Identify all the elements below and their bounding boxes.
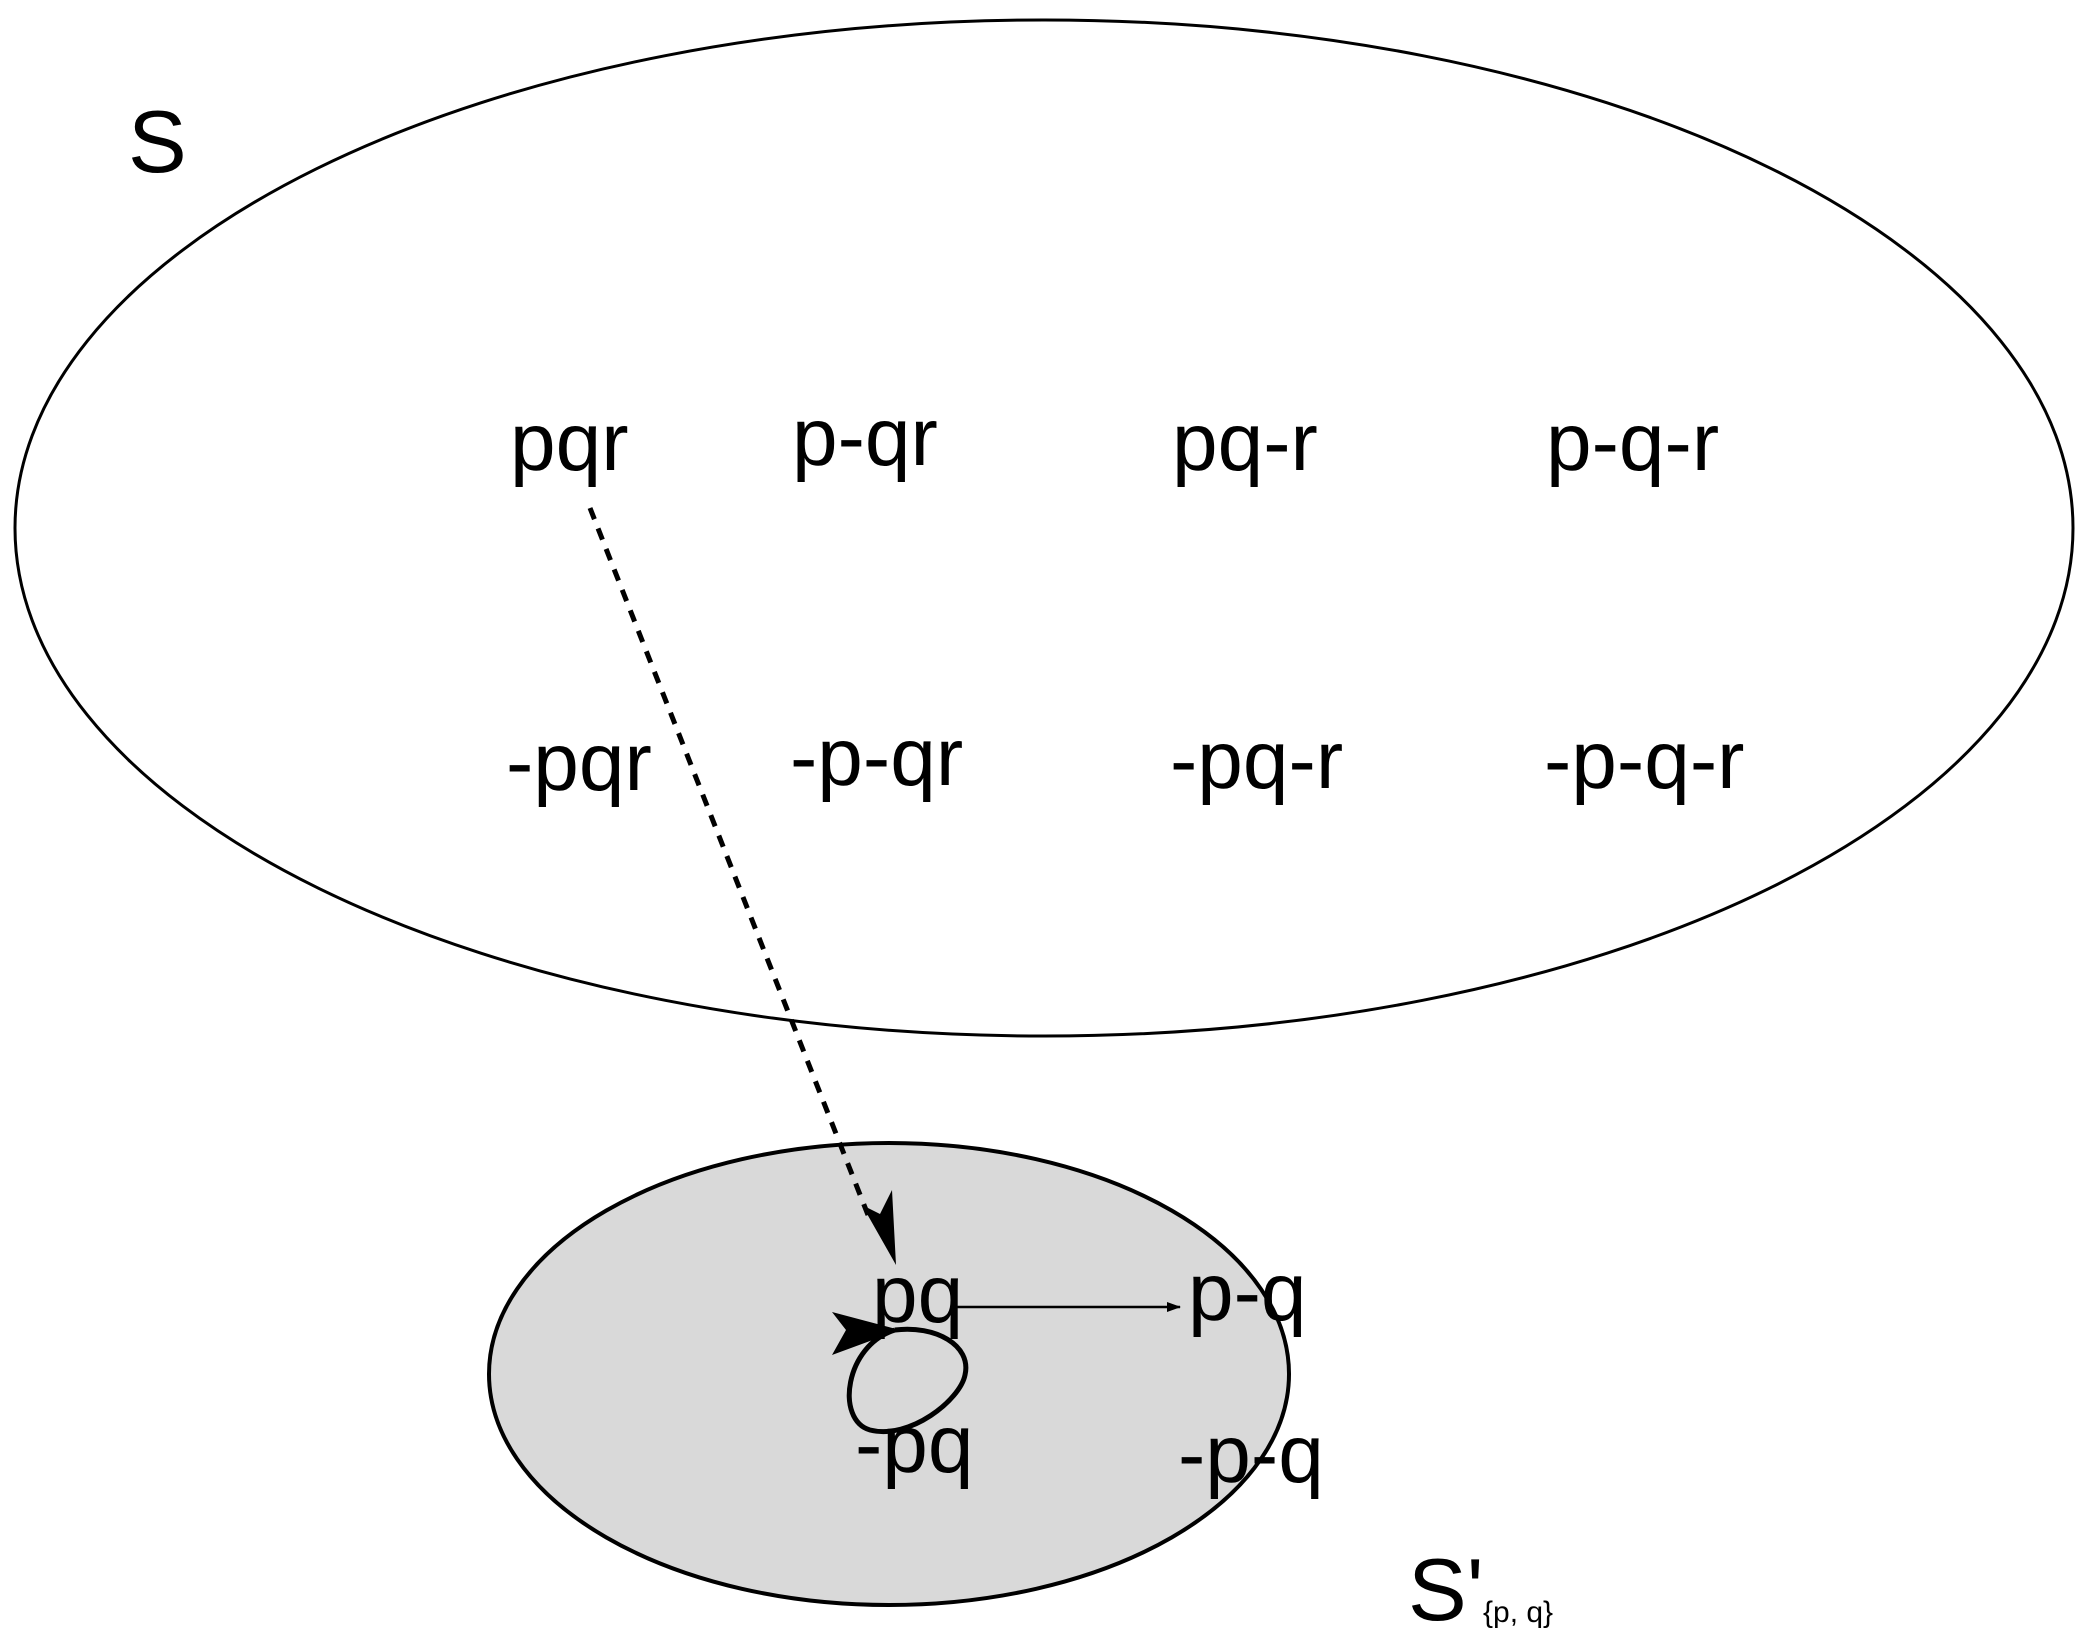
state-pqr: pqr (510, 397, 629, 488)
state-neg-p-q-r: -p-q-r (1544, 715, 1744, 806)
state-pq: pq (872, 1249, 963, 1340)
set-s-label: S (128, 92, 187, 191)
set-s-prime-label: S' (1408, 1540, 1484, 1639)
self-loop-pq (846, 1326, 969, 1434)
self-loop-arrowhead (832, 1312, 900, 1355)
abstraction-mapping-arrowhead (862, 1190, 896, 1265)
state-p-qr: p-qr (792, 392, 938, 483)
set-s-prime-ellipse (487, 1141, 1291, 1607)
state-pq-r: pq-r (1172, 397, 1318, 488)
set-s-prime-subscript: {p, q} (1483, 1596, 1553, 1629)
state-neg-p-qr: -p-qr (790, 712, 963, 803)
state-p-q: p-q (1188, 1247, 1307, 1338)
set-s-ellipse (13, 18, 2075, 1038)
state-neg-p-q: -p-q (1178, 1409, 1324, 1500)
state-p-q-r: p-q-r (1546, 397, 1719, 488)
state-neg-pq: -pq (855, 1399, 974, 1490)
abstraction-mapping-arrow (587, 507, 871, 1216)
state-neg-pqr: -pqr (506, 717, 652, 808)
state-neg-pq-r: -pq-r (1170, 715, 1343, 806)
